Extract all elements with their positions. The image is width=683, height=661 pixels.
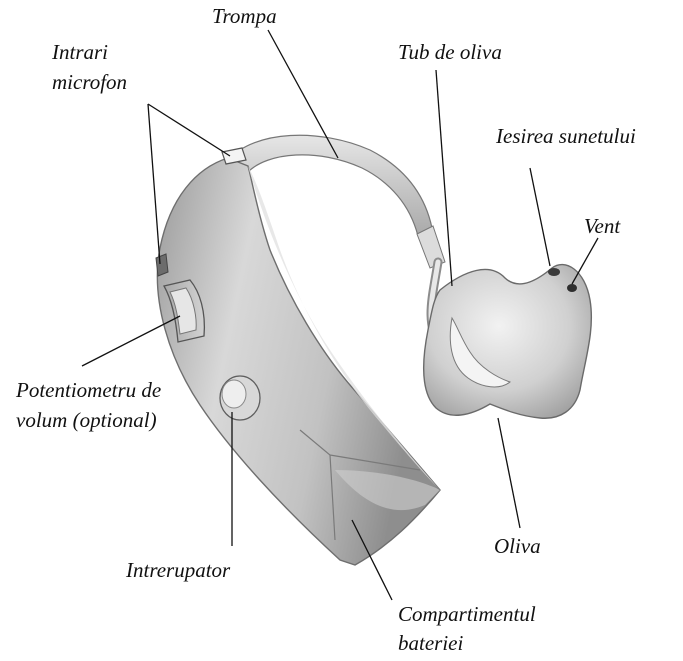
label-tub-de-oliva: Tub de oliva xyxy=(398,40,502,65)
label-trompa: Trompa xyxy=(212,4,277,29)
label-oliva: Oliva xyxy=(494,534,541,559)
vent-opening xyxy=(567,284,577,292)
label-potentiometru-line2: volum (optional) xyxy=(16,408,157,433)
on-off-switch-cap xyxy=(222,380,246,408)
earmold xyxy=(424,265,592,419)
leader-line-microfon-top xyxy=(148,104,230,156)
label-intrari-line2: microfon xyxy=(52,70,127,95)
microphone-inlet-side xyxy=(156,254,168,276)
label-potentiometru-line1: Potentiometru de xyxy=(16,378,161,403)
leader-line-potentiometru xyxy=(82,316,180,366)
label-iesirea-sunetului: Iesirea sunetului xyxy=(496,124,636,149)
sound-outlet xyxy=(548,268,560,276)
label-intrari-line1: Intrari xyxy=(52,40,108,65)
leader-line-oliva xyxy=(498,418,520,528)
leader-line-microfon-side xyxy=(148,104,160,264)
leader-line-vent xyxy=(572,238,598,284)
label-compartimentul-line1: Compartimentul xyxy=(398,602,536,627)
label-compartimentul-line2: bateriei xyxy=(398,631,463,656)
label-intrerupator: Intrerupator xyxy=(126,558,230,583)
label-vent: Vent xyxy=(584,214,620,239)
leader-line-iesirea xyxy=(530,168,550,266)
